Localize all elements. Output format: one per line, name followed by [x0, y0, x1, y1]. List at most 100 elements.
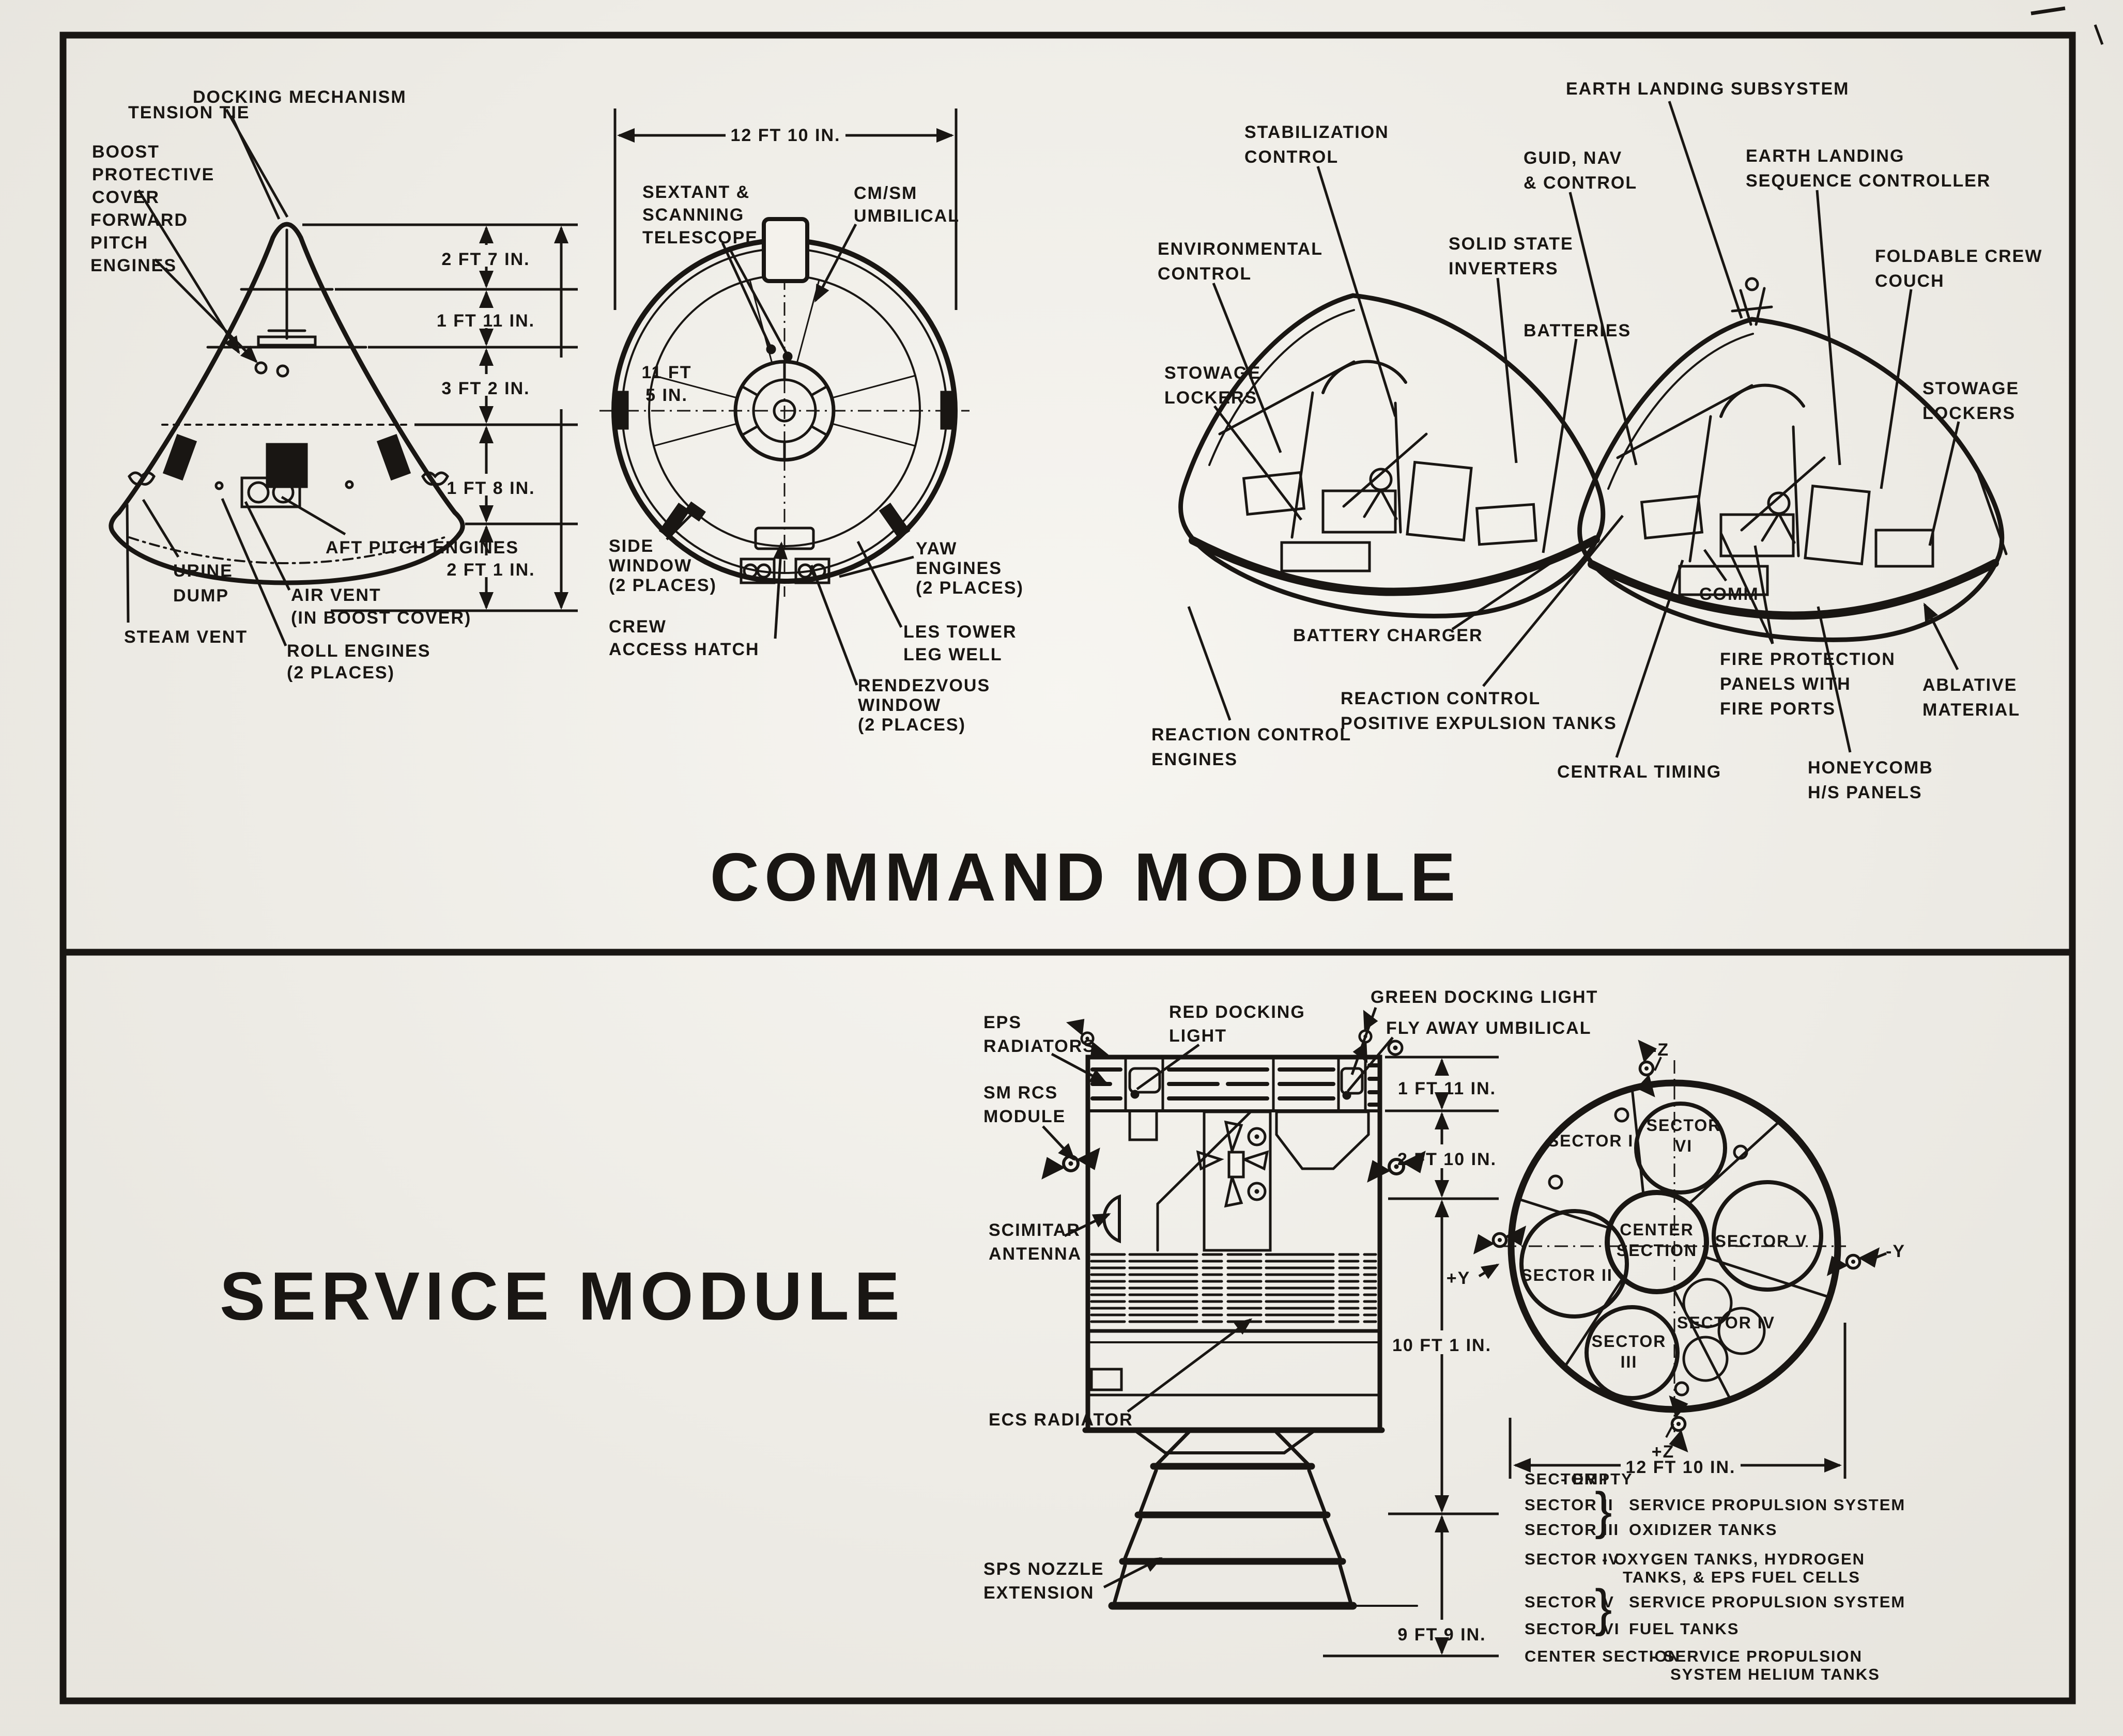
- label-environmental-control-line: CONTROL: [1158, 264, 1252, 284]
- label-foldable-crew-couch-line: COUCH: [1875, 271, 1945, 291]
- cm-side-leader-lines: [126, 109, 346, 646]
- label-battery-charger: BATTERY CHARGER: [1293, 624, 1483, 647]
- label-les-tower-leg-well-line: LEG WELL: [903, 645, 1003, 664]
- label-guid-nav-control-line: & CONTROL: [1524, 173, 1638, 193]
- label-reaction-control-positive-expulsion-tanks-line: REACTION CONTROL: [1341, 689, 1541, 708]
- label-sm-rcs-module-line: SM RCS: [983, 1083, 1058, 1103]
- label-rendezvous-window-line: (2 PLACES): [858, 715, 966, 735]
- sector-label-iii-line: III: [1620, 1353, 1638, 1371]
- label-central-timing: CENTRAL TIMING: [1557, 761, 1721, 783]
- dim-3ft2-line: 3 FT 2 IN.: [441, 379, 530, 398]
- cm-top-leader-lines: [666, 223, 914, 686]
- sector-label-i: SECTOR I: [1548, 1129, 1634, 1152]
- dim-1ft11-line: 1 FT 11 IN.: [436, 311, 535, 331]
- sector-label-vi-line: VI: [1674, 1137, 1693, 1155]
- legend-center-section-line: CENTER SECTION: [1525, 1647, 1681, 1665]
- label-boost-protective-cover-line: PROTECTIVE: [92, 165, 215, 184]
- sm-sector-diagram-drawing: [1474, 1040, 1887, 1452]
- label-side-window-line: (2 PLACES): [609, 576, 717, 595]
- label-fire-protection-panels-line: PANELS WITH: [1720, 674, 1851, 694]
- dim-1ft11: 1 FT 11 IN.: [437, 309, 535, 332]
- cm-top-view-drawing: [599, 109, 970, 597]
- label-guid-nav-control: GUID, NAV & CONTROL: [1524, 146, 1637, 195]
- label-yaw-engines-line: YAW: [916, 539, 958, 559]
- legend-sector-iii-desc-line: OXIDIZER TANKS: [1629, 1521, 1778, 1539]
- label-battery-charger-line: BATTERY CHARGER: [1293, 626, 1483, 645]
- label-side-window-line: SIDE: [609, 536, 654, 556]
- label-ecs-radiator: ECS RADIATOR: [989, 1408, 1133, 1431]
- sector-label-v: SECTOR V: [1715, 1230, 1808, 1252]
- label-cm-sm-umbilical-line: CM/SM: [854, 183, 918, 203]
- label-boost-protective-cover-line: BOOST: [92, 142, 160, 162]
- label-sextant-scanning-telescope-line: TELESCOPE: [642, 228, 758, 247]
- dim-sm-1ft11: 1 FT 11 IN.: [1398, 1077, 1496, 1100]
- label-reaction-control-engines: REACTION CONTROL ENGINES: [1151, 722, 1351, 772]
- axis-label-minus-z: -Z: [1651, 1038, 1669, 1061]
- dim-11ft5-line: 5 IN.: [645, 385, 688, 405]
- label-reaction-control-engines-line: ENGINES: [1151, 750, 1238, 769]
- label-honeycomb-hs-panels-line: HONEYCOMB: [1808, 758, 1933, 778]
- dim-2ft1: 2 FT 1 IN.: [447, 559, 535, 581]
- axis-label-minus-y: -Y: [1886, 1240, 1905, 1263]
- axis-label-minus-z-line: -Z: [1650, 1040, 1670, 1060]
- legend-brace-ii-iii: }: [1595, 1485, 1612, 1537]
- label-ablative-material-line: MATERIAL: [1922, 700, 2021, 720]
- label-earth-landing-sequence-controller-line: SEQUENCE CONTROLLER: [1746, 171, 1991, 191]
- sector-label-v-line: SECTOR V: [1715, 1232, 1808, 1250]
- label-fire-protection-panels-line: FIRE PORTS: [1720, 699, 1836, 719]
- sector-label-center-section-line: CENTER: [1620, 1220, 1694, 1239]
- label-docking-mechanism-line: DOCKING MECHANISM: [193, 87, 407, 107]
- dim-sm-9ft9: 9 FT 9 IN.: [1397, 1623, 1486, 1646]
- label-air-vent-line: (IN BOOST COVER): [291, 608, 472, 628]
- legend-sector-vi-desc: FUEL TANKS: [1629, 1618, 1739, 1640]
- label-side-window-line: WINDOW: [609, 556, 693, 576]
- legend-sector-iv-desc-line: - OXYGEN TANKS, HYDROGEN: [1602, 1550, 1866, 1568]
- dim-sector-12ft10-line: 12 FT 10 IN.: [1625, 1458, 1736, 1477]
- label-red-docking-light-line: RED DOCKING: [1169, 1002, 1305, 1022]
- sector-label-ii-line: SECTOR II: [1521, 1266, 1613, 1284]
- label-environmental-control-line: ENVIRONMENTAL: [1158, 239, 1324, 259]
- legend-sector-v-desc: SERVICE PROPULSION SYSTEM: [1629, 1591, 1905, 1614]
- label-yaw-engines-line: ENGINES: [916, 559, 1003, 578]
- legend-center-section: CENTER SECTION: [1525, 1645, 1681, 1668]
- legend-sector-i-line: SECTOR I: [1525, 1470, 1608, 1488]
- legend-center-section-desc-line: - SERVICE PROPULSION: [1652, 1647, 1863, 1665]
- label-urine-dump-line: DUMP: [173, 586, 229, 606]
- legend-sector-iii-desc: OXIDIZER TANKS: [1629, 1518, 1778, 1541]
- sector-label-iii-line: SECTOR: [1591, 1332, 1667, 1351]
- sm-leader-lines: [1042, 1007, 1394, 1589]
- dim-sector-12ft10: 12 FT 10 IN.: [1626, 1456, 1736, 1479]
- label-crew-access-hatch-line: CREW: [609, 617, 667, 637]
- cm-cutaway-left-drawing: [1178, 293, 1606, 618]
- label-sextant-scanning-telescope-line: SEXTANT &: [642, 182, 750, 202]
- title-service-module-line: SERVICE MODULE: [220, 1258, 905, 1334]
- label-foldable-crew-couch-line: FOLDABLE CREW: [1875, 246, 2043, 266]
- axis-label-plus-y-line: +Y: [1446, 1268, 1471, 1288]
- label-air-vent: AIR VENT(IN BOOST COVER): [291, 584, 471, 629]
- legend-sector-iii-line: SECTOR III: [1525, 1521, 1620, 1539]
- dim-1ft8-line: 1 FT 8 IN.: [447, 478, 535, 498]
- dim-sm-2ft10: 2 FT 10 IN.: [1397, 1148, 1497, 1171]
- sector-label-iv: SECTOR IV: [1677, 1311, 1775, 1334]
- axis-label-plus-y: +Y: [1447, 1267, 1471, 1290]
- label-fly-away-umbilical: FLY AWAY UMBILICAL: [1386, 1017, 1591, 1040]
- sector-label-vi-line: SECTOR: [1646, 1116, 1721, 1135]
- label-reaction-control-engines-line: REACTION CONTROL: [1151, 725, 1352, 745]
- dim-3ft2: 3 FT 2 IN.: [441, 377, 530, 400]
- label-urine-dump-line: URINE: [173, 561, 233, 581]
- title-command-module-line: COMMAND MODULE: [710, 839, 1461, 915]
- label-guid-nav-control-line: GUID, NAV: [1524, 148, 1623, 168]
- legend-brace-v-vi-line: }: [1595, 1579, 1612, 1637]
- label-earth-landing-subsystem: EARTH LANDING SUBSYSTEM: [1566, 78, 1849, 100]
- label-roll-engines-line: ROLL ENGINES: [287, 641, 431, 661]
- legend-sector-ii-desc: SERVICE PROPULSION SYSTEM: [1629, 1494, 1905, 1516]
- dim-1ft8: 1 FT 8 IN.: [447, 477, 535, 500]
- label-honeycomb-hs-panels-line: H/S PANELS: [1808, 783, 1922, 802]
- label-ecs-radiator-line: ECS RADIATOR: [989, 1410, 1133, 1430]
- dim-11ft5-line: 11 FT: [641, 363, 692, 382]
